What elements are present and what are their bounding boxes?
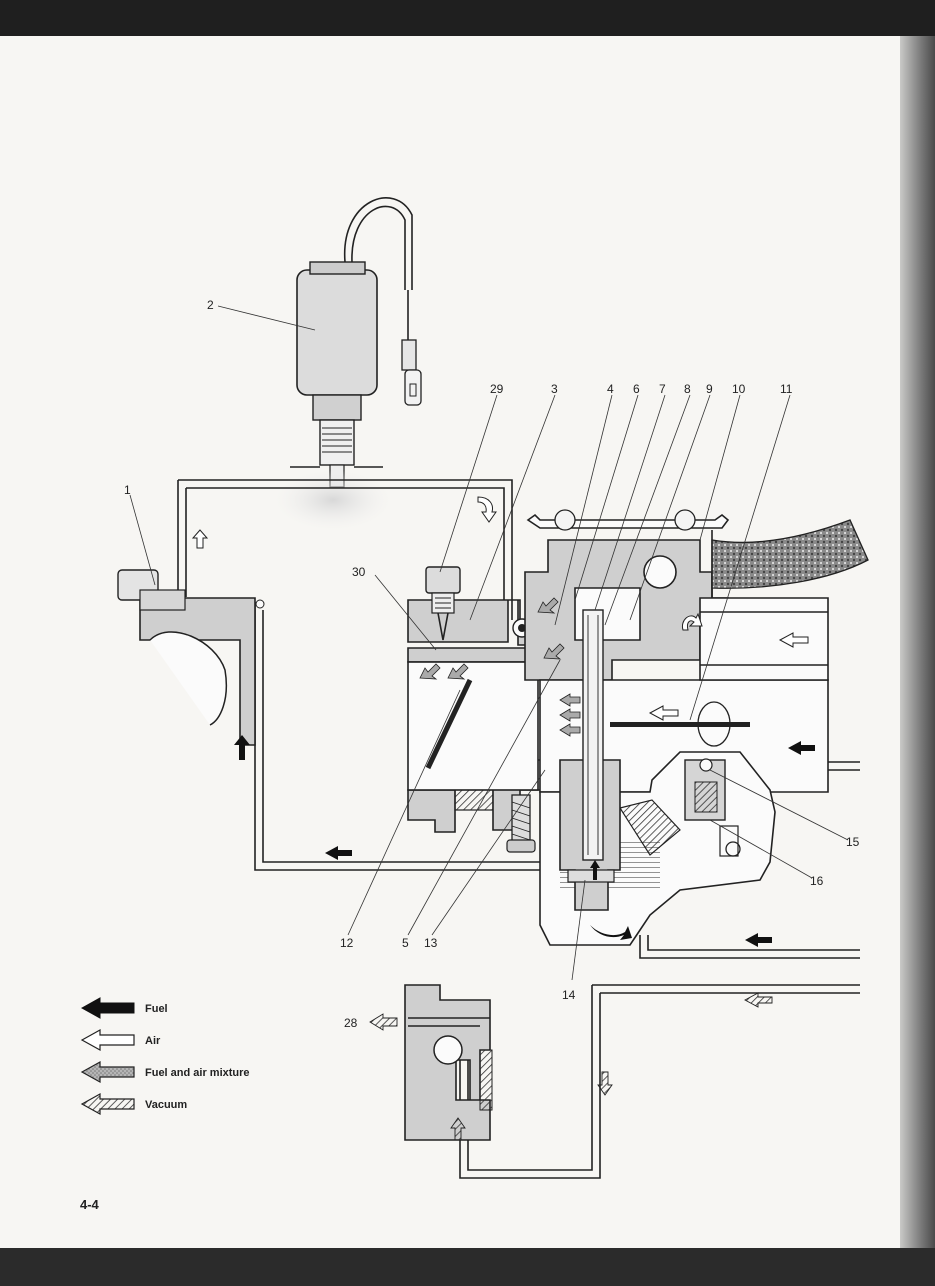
- callout-5: 5: [402, 936, 409, 950]
- fuel-cut-solenoid: [275, 197, 422, 530]
- air-arrow: [191, 529, 209, 549]
- legend-item-fuel: Fuel: [80, 997, 168, 1019]
- mixture-arrow: [559, 723, 581, 737]
- callout-14: 14: [562, 988, 576, 1002]
- throttle-body: [407, 566, 561, 853]
- callout-labels: 2 1 29 3 4 6 7 8 9 10 11 30 12 5 13 14 1…: [124, 298, 860, 1030]
- air-arrow: [778, 632, 809, 648]
- carburetor-body: [524, 509, 869, 946]
- callout-3: 3: [551, 382, 558, 396]
- callout-10: 10: [732, 382, 746, 396]
- flow-arrows: [191, 496, 815, 1141]
- legend: Fuel Air Fuel and air mixture Vacuum: [80, 997, 250, 1116]
- mixture-arrow: [537, 597, 559, 614]
- callout-28: 28: [344, 1016, 358, 1030]
- fuel-arrow: [590, 860, 600, 880]
- fuel-arrow: [590, 925, 632, 940]
- callout-29: 29: [490, 382, 504, 396]
- page-number: 4-4: [80, 1197, 100, 1212]
- legend-item-air: Air: [80, 1028, 161, 1052]
- callout-16: 16: [810, 874, 824, 888]
- gray-stippled-arrow-icon: [80, 1060, 135, 1084]
- fuel-arrow: [788, 741, 815, 755]
- air-arrow: [648, 705, 679, 721]
- callout-6: 6: [633, 382, 640, 396]
- callout-7: 7: [659, 382, 666, 396]
- vacuum-arrow: [744, 992, 773, 1008]
- mixture-arrow: [447, 663, 469, 680]
- hatched-arrow-icon: [80, 1092, 135, 1116]
- fuel-arrow: [745, 933, 772, 947]
- legend-label-fuel: Fuel: [145, 1003, 168, 1015]
- fuel-arrow: [234, 735, 250, 760]
- vacuum-port-detail: [404, 984, 493, 1141]
- callout-1: 1: [124, 483, 131, 497]
- vacuum-arrow: [369, 1013, 398, 1031]
- mixture-arrow: [559, 708, 581, 722]
- mixture-arrow: [543, 643, 565, 660]
- legend-label-air: Air: [145, 1035, 161, 1047]
- leader-lines: [129, 305, 849, 981]
- solid-black-arrow-icon: [80, 997, 135, 1019]
- fuel-arrow: [325, 846, 352, 860]
- callout-9: 9: [706, 382, 713, 396]
- air-arrow: [681, 612, 703, 631]
- scanner-bottom-strip: [0, 1248, 935, 1286]
- outline-white-arrow-icon: [80, 1028, 135, 1052]
- legend-item-vacuum: Vacuum: [80, 1092, 187, 1116]
- callout-11: 11: [780, 382, 793, 396]
- callout-12: 12: [340, 936, 354, 950]
- intake-manifold-section: [117, 569, 265, 746]
- callout-8: 8: [684, 382, 691, 396]
- mixture-arrow: [419, 663, 441, 680]
- legend-item-mixture: Fuel and air mixture: [80, 1060, 250, 1084]
- vacuum-arrow: [597, 1071, 613, 1096]
- callout-2: 2: [207, 298, 214, 312]
- air-arrow: [477, 496, 497, 523]
- callout-13: 13: [424, 936, 438, 950]
- legend-label-mixture: Fuel and air mixture: [145, 1067, 250, 1079]
- page-gutter-shadow: [900, 36, 935, 1248]
- callout-4: 4: [607, 382, 614, 396]
- legend-label-vacuum: Vacuum: [145, 1099, 187, 1111]
- callout-15: 15: [846, 835, 860, 849]
- mixture-arrow: [559, 693, 581, 707]
- vacuum-arrow: [450, 1117, 466, 1141]
- callout-30: 30: [352, 565, 366, 579]
